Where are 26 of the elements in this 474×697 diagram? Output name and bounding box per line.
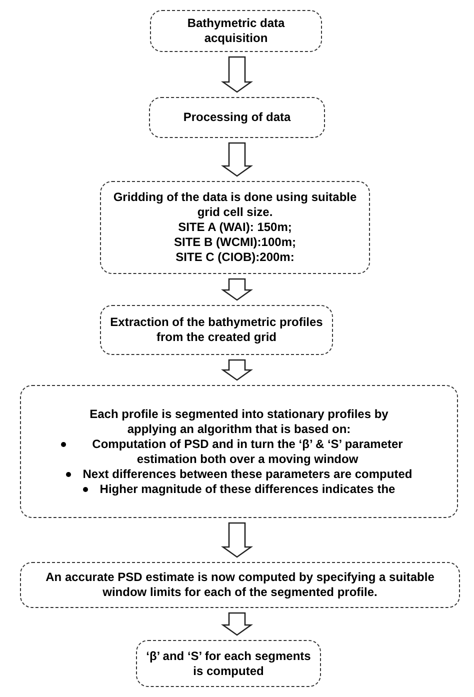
box-text: SITE A (WAI): 150m; (178, 220, 292, 235)
process-box (20, 385, 458, 518)
process-box (100, 181, 370, 274)
process-box (149, 97, 325, 138)
block-arrow (220, 522, 254, 558)
box-text: SITE B (WCMI):100m; (174, 235, 296, 250)
box-text: Extraction of the bathymetric profiles from the created grid (109, 315, 324, 345)
bullet-text: Computation of PSD and in turn the ‘β’ & ‘S’ parameter estimation both over a moving window (91, 436, 404, 466)
bullet-text: Next differences between these parameters are computed (82, 466, 412, 482)
box-text: Processing of data (183, 110, 291, 125)
box-text: Bathymetric data acquisition (186, 16, 286, 46)
box-text: Gridding of the data is done using suitable grid cell size. (112, 190, 358, 220)
bullet-text: Higher magnitude of these differences indicates the (100, 482, 396, 496)
process-box (100, 305, 333, 355)
process-box (20, 562, 460, 608)
box-text: An accurate PSD estimate is now computed by specifying a suitable window limits for each of the segmented profile. (44, 570, 436, 600)
block-arrow (220, 142, 254, 177)
box-text: Each profile is segmented into stationary profiles by applying an algorithm that is based on: (88, 406, 390, 436)
box-text: ‘β’ and ‘S’ for each segments is computed (145, 648, 312, 678)
box-text: SITE C (CIOB):200m: (176, 250, 294, 265)
block-arrow (220, 612, 254, 636)
block-arrow (220, 359, 254, 381)
block-arrow (220, 278, 254, 301)
block-arrow (220, 56, 254, 93)
process-box (150, 10, 322, 52)
process-box (136, 640, 321, 687)
